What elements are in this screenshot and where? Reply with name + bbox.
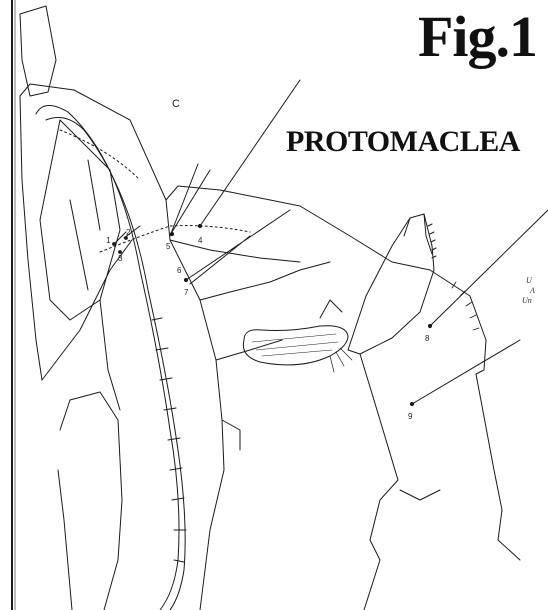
callout-label-3: 3 (118, 254, 122, 263)
callout-label-1: 1 (106, 236, 110, 245)
callout-label-2: 2 (126, 228, 130, 237)
body-outline (20, 84, 224, 610)
side-note-2: A (530, 286, 535, 296)
callout-label-6: 6 (177, 266, 181, 275)
figure-title: Fig.1 (418, 2, 537, 72)
antenna-segment (20, 6, 56, 96)
panel-letter: C (172, 98, 180, 110)
callout-label-9: 9 (408, 412, 412, 421)
gill-appendage (243, 326, 348, 365)
callout-label-8: 8 (425, 334, 429, 343)
claw (348, 214, 434, 354)
pleural-plate (392, 262, 486, 374)
coxal-plate (40, 120, 120, 320)
callout-label-4: 4 (198, 236, 202, 245)
genus-label: PROTOMACLEA (286, 124, 520, 160)
callout-label-5: 5 (166, 242, 170, 251)
side-note-1: U (526, 276, 532, 286)
lower-leg (70, 392, 122, 610)
suture-line (100, 226, 250, 252)
callout-label-7: 7 (184, 288, 188, 297)
side-note-3: Un (522, 296, 532, 306)
